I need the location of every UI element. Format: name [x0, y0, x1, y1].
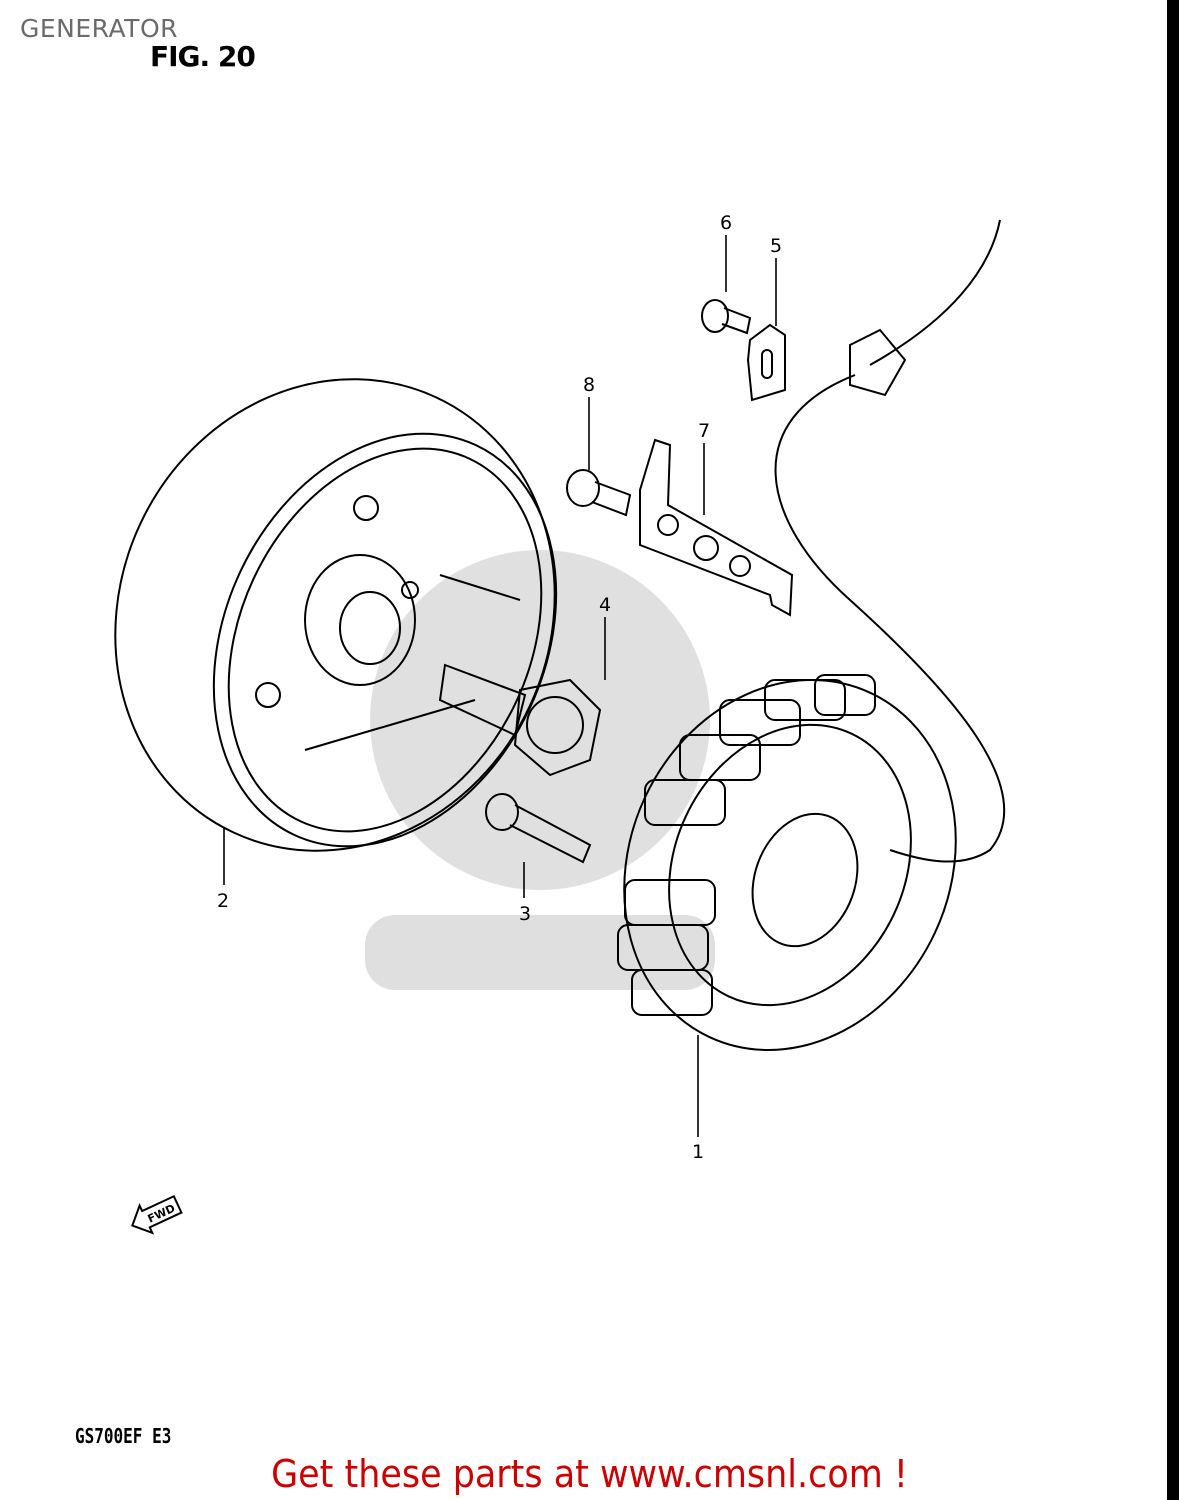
- plate-screw: [566, 469, 632, 517]
- wire-clamp-plate: [639, 438, 794, 617]
- callout-4: 4: [599, 594, 611, 616]
- callout-7: 7: [698, 420, 710, 442]
- page-edge: [1167, 0, 1179, 1500]
- clamp-screw: [701, 299, 752, 335]
- forward-arrow-icon: FWD: [131, 1194, 183, 1235]
- leader-lines: [223, 235, 777, 1137]
- flywheel-rotor: [114, 378, 558, 852]
- callout-1: 1: [692, 1141, 704, 1163]
- callout-6: 6: [720, 212, 732, 234]
- wire-clamp: [746, 323, 786, 402]
- stator-coil: [617, 219, 1006, 1051]
- stator-screw: [485, 793, 592, 864]
- callout-2: 2: [217, 890, 229, 912]
- diagram-title: GENERATOR: [20, 14, 179, 43]
- figure-number: FIG. 20: [150, 40, 256, 73]
- flywheel-bolt: [438, 663, 602, 777]
- callout-5: 5: [770, 235, 782, 257]
- callout-3: 3: [519, 903, 531, 925]
- callout-labels: 1 2 3 4 5 6 7 8: [217, 212, 782, 1163]
- model-code: GS700EF E3: [75, 1424, 172, 1448]
- callout-8: 8: [583, 374, 595, 396]
- promo-link[interactable]: Get these parts at www.cmsnl.com !: [271, 1452, 908, 1496]
